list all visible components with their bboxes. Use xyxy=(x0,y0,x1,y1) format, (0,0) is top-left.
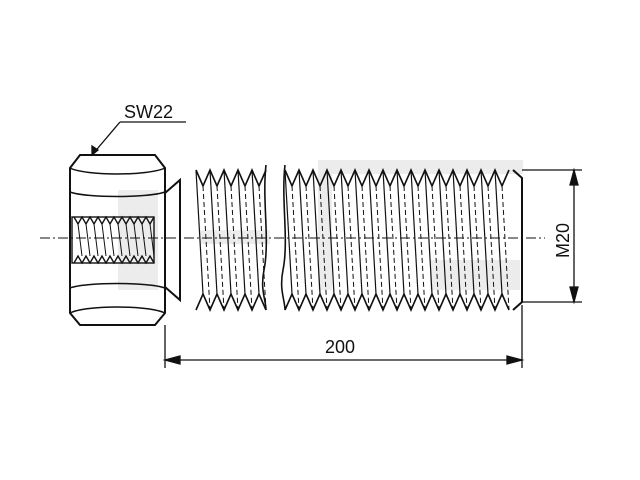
thread-label: M20 xyxy=(553,223,573,258)
break-lines xyxy=(261,164,287,311)
length-label: 200 xyxy=(325,337,355,357)
thread-teeth-right xyxy=(284,168,510,312)
length-dimension xyxy=(162,305,525,368)
hex-head xyxy=(69,154,166,326)
thread-dimension xyxy=(522,167,582,305)
thread-teeth-left xyxy=(195,168,267,312)
wrench-size-label: SW22 xyxy=(124,102,173,122)
neck xyxy=(164,177,181,303)
wrench-size-leader xyxy=(91,121,186,157)
bolt-end xyxy=(512,169,523,311)
internal-thread xyxy=(71,215,155,265)
